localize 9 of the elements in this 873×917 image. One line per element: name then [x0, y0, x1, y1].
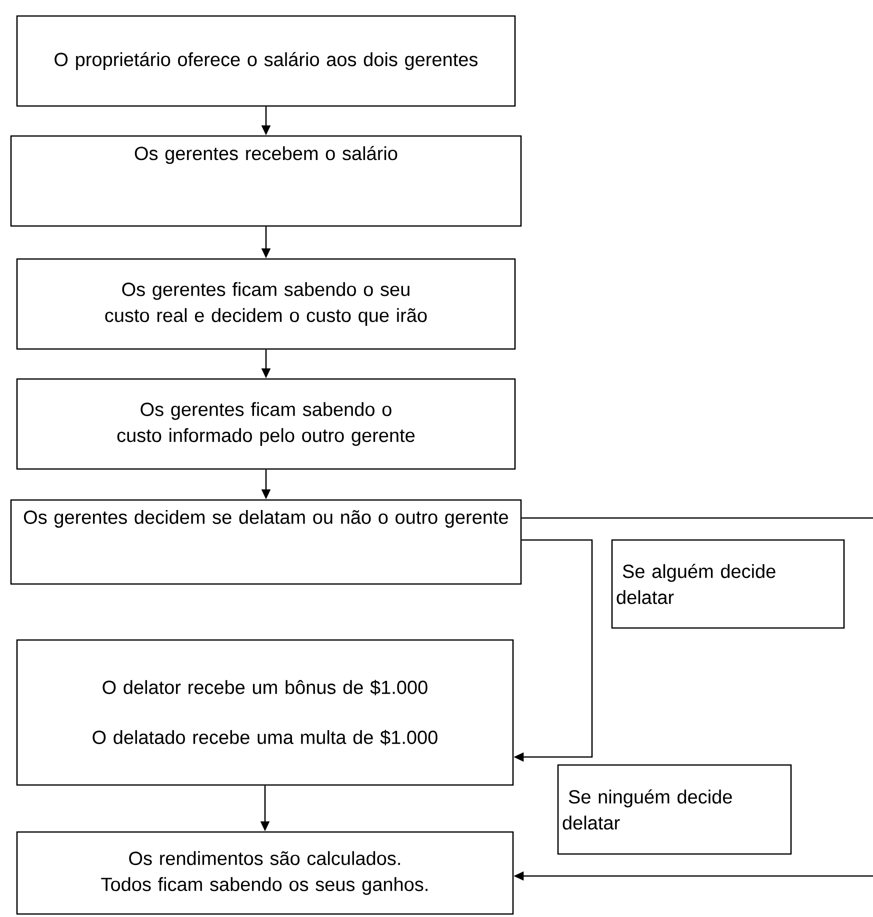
process-box: O proprietário oferece o salário aos dois gerentes	[16, 15, 516, 107]
process-box: Os rendimentos são calculados. Todos ficam sabendo os seus ganhos.	[16, 831, 514, 915]
process-box: Os gerentes ficam sabendo o custo informado pelo outro gerente	[16, 378, 516, 470]
process-box: Os gerentes recebem o salário	[10, 135, 522, 227]
process-box: Os gerentes decidem se delatam ou não o outro gerente	[10, 499, 522, 585]
process-box: Os gerentes ficam sabendo o seu custo real e decidem o custo que irão	[16, 258, 516, 350]
condition-box: Se ninguém decide delatar	[557, 764, 792, 855]
condition-box: Se alguém decide delatar	[611, 539, 845, 629]
process-box: O delator recebe um bônus de $1.000 O delatado recebe uma multa de $1.000	[16, 639, 514, 786]
